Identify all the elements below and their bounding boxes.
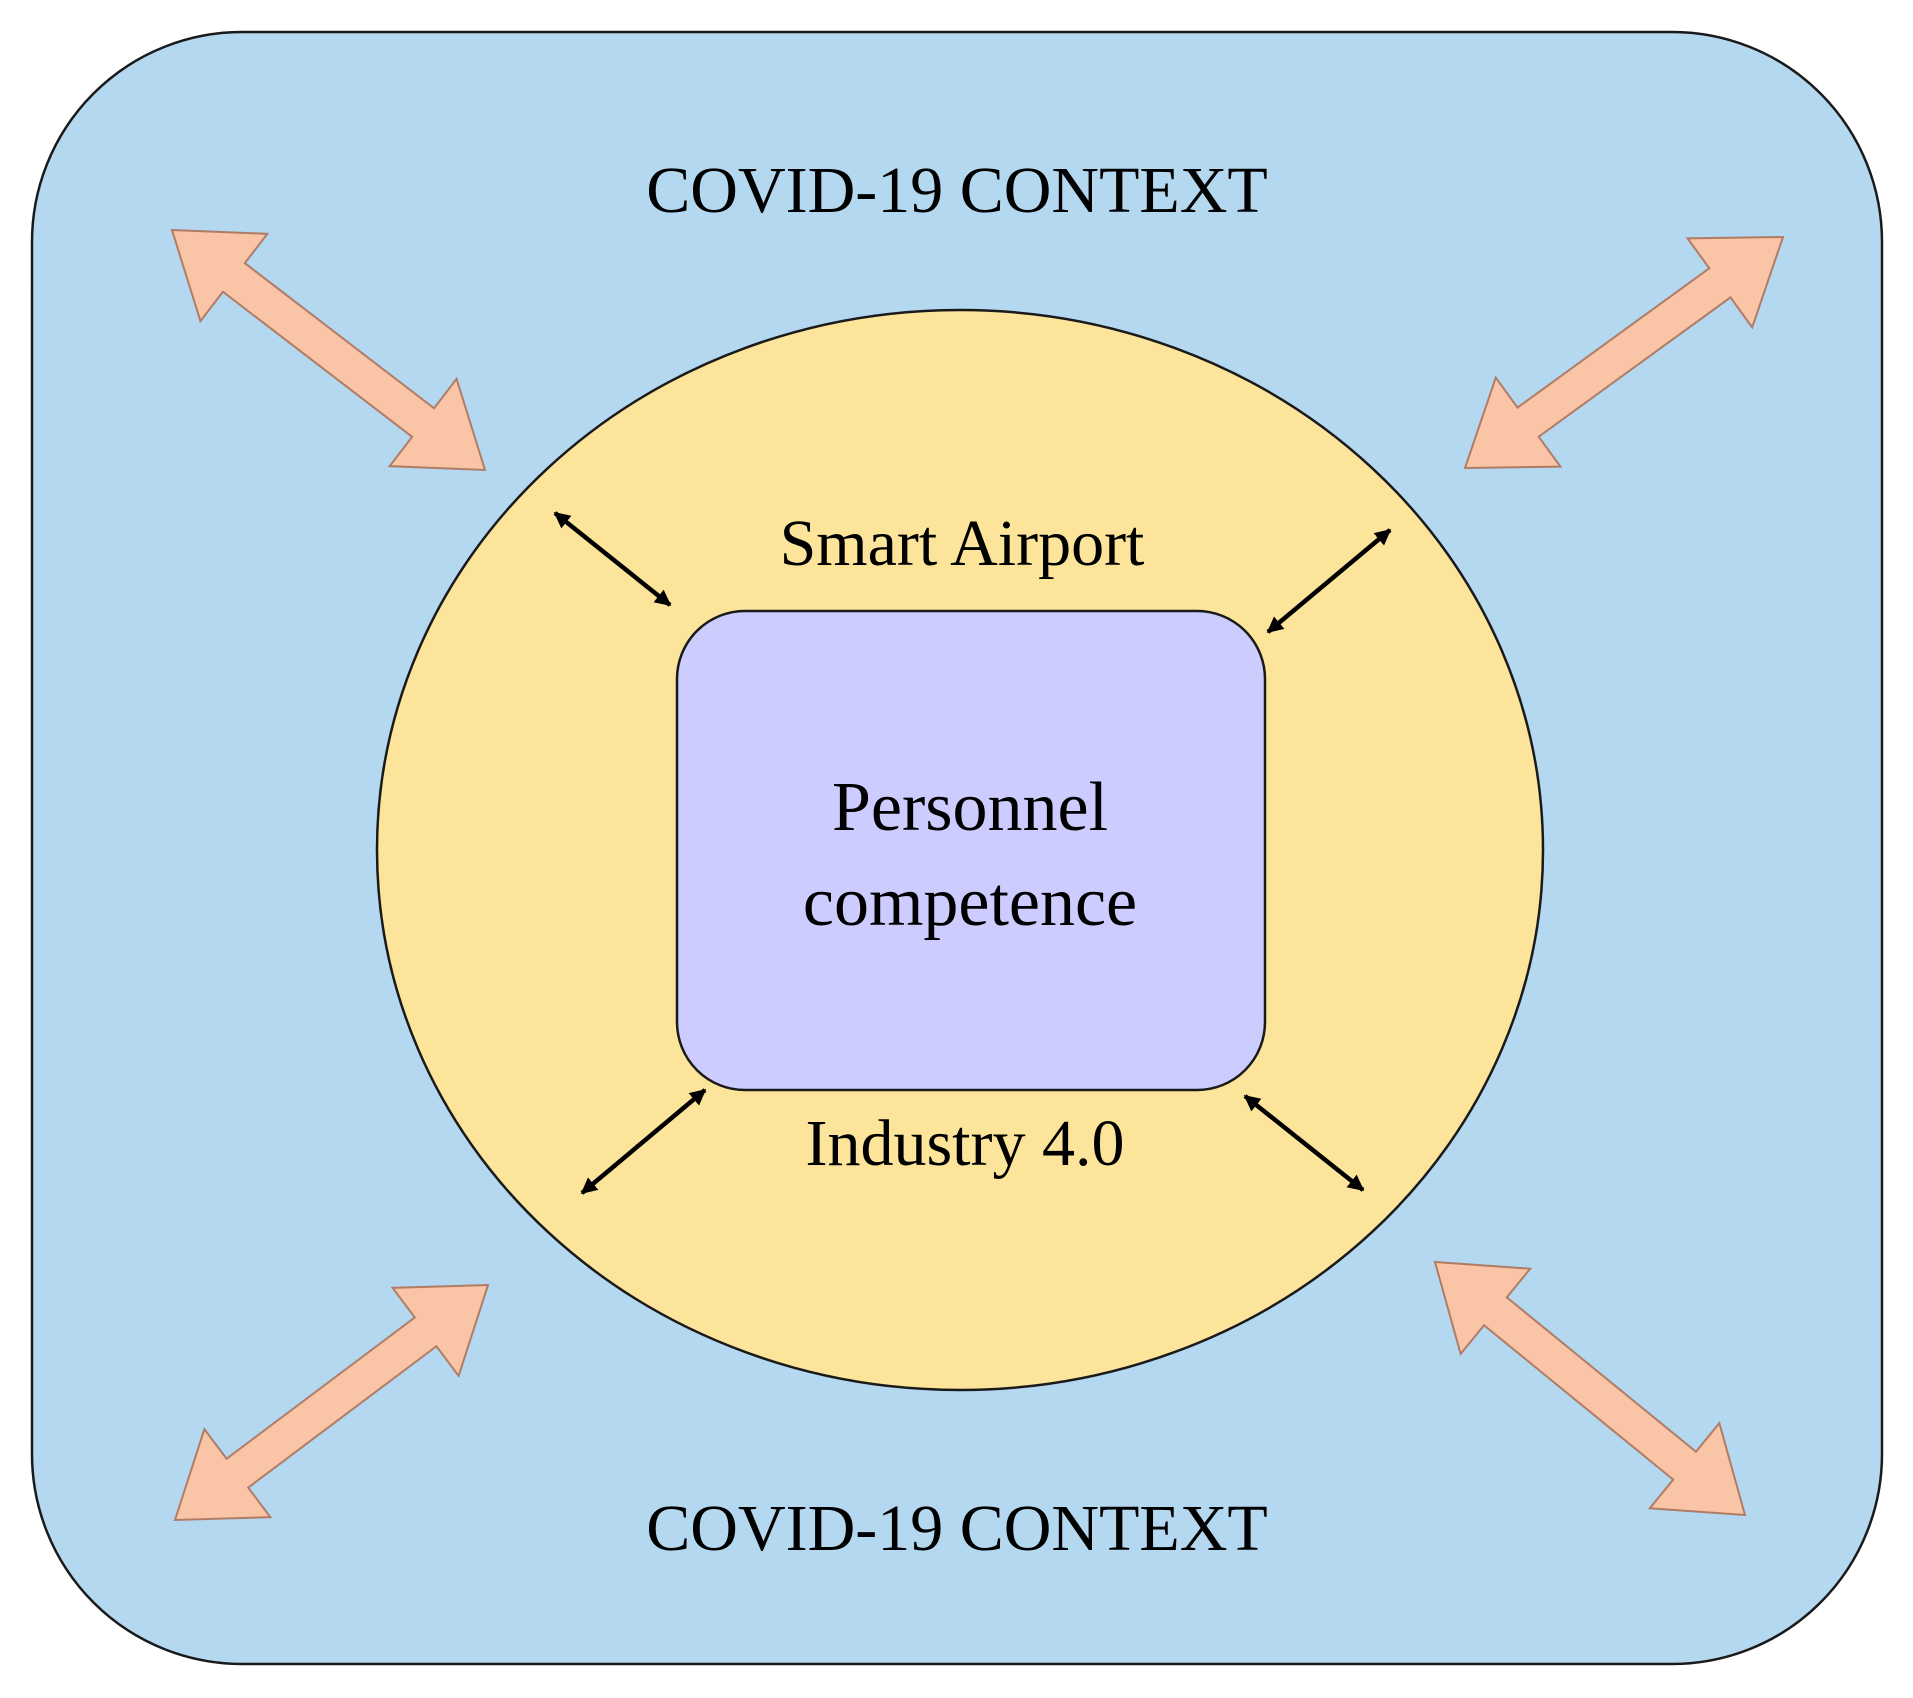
inner-arrows — [553, 511, 1392, 1195]
middle-label-bottom: Industry 4.0 — [806, 1107, 1125, 1180]
double-arrow-icon — [1243, 1094, 1365, 1192]
double-arrow-icon — [170, 228, 487, 472]
double-arrow-icon — [1463, 235, 1785, 470]
double-arrow-icon — [173, 1283, 490, 1522]
middle-label-top: Smart Airport — [780, 507, 1145, 580]
double-arrow-icon — [553, 511, 672, 607]
center-label-line2: competence — [803, 864, 1137, 941]
context-arrows — [170, 228, 1785, 1522]
outer-label-bottom: COVID-19 CONTEXT — [646, 1492, 1267, 1565]
outer-label-top: COVID-19 CONTEXT — [646, 154, 1267, 227]
double-arrow-icon — [1266, 528, 1392, 634]
double-arrow-icon — [1433, 1260, 1747, 1517]
personnel-competence-box — [675, 609, 1267, 1092]
double-arrow-icon — [580, 1088, 707, 1195]
center-label-line1: Personnel — [832, 769, 1108, 846]
